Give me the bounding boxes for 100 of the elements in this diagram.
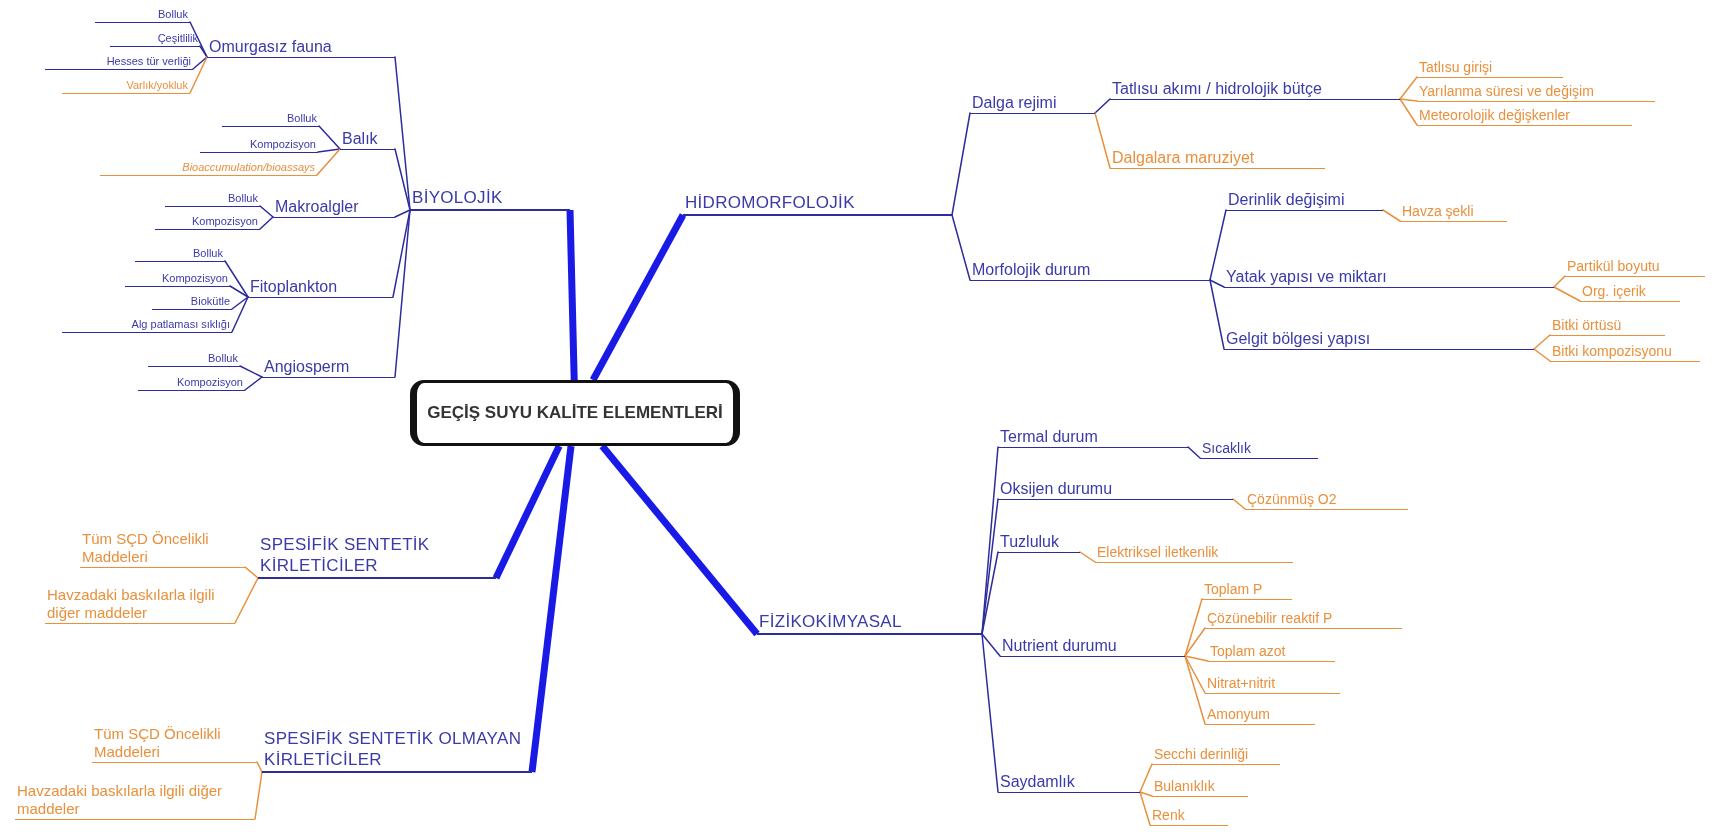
branch-line <box>951 112 971 216</box>
branch-line <box>1094 112 1111 169</box>
branch-line <box>259 205 274 218</box>
main-branch-line <box>528 445 575 773</box>
branch-line <box>1079 551 1096 563</box>
branch-line <box>1139 791 1153 797</box>
branch-line <box>1184 655 1209 662</box>
branch-line <box>244 566 259 579</box>
subtopic-label: Bioaccumulation/bioassays <box>100 160 317 176</box>
subtopic-label: Yarılanma süresi ve değişim <box>1417 83 1655 102</box>
subtopic-label: Tuzluluk <box>998 531 1080 553</box>
subtopic-label: Omurgasız fauna <box>207 36 395 58</box>
subtopic-label: Amonyum <box>1205 706 1315 725</box>
subtopic-label: Bitki kompozisyonu <box>1550 343 1700 362</box>
subtopic-label: Elektriksel iletkenlik <box>1095 544 1293 563</box>
branch-line <box>1139 791 1151 826</box>
subtopic-label: Secchi derinliği <box>1152 746 1280 765</box>
subtopic-label: Bolluk <box>135 246 225 262</box>
subtopic-label: Balık <box>340 128 395 150</box>
subtopic-label: Toplam azot <box>1208 643 1335 662</box>
subtopic-label: Angiosperm <box>262 356 395 378</box>
branch-line <box>394 148 411 211</box>
branch-line <box>1553 286 1581 302</box>
branch-line <box>316 148 341 176</box>
branch-line <box>317 148 341 153</box>
subtopic-label: Tüm SÇD Öncelikli Maddeleri <box>92 725 257 763</box>
branch-line <box>1399 98 1418 102</box>
subtopic-label: Toplam P <box>1202 581 1292 600</box>
main-branch-label: SPESİFİK SENTETİK OLMAYAN KİRLETİCİLER <box>262 729 532 773</box>
branch-line <box>256 761 263 773</box>
subtopic-label: Bolluk <box>222 111 319 127</box>
subtopic-label: Dalga rejimi <box>970 92 1095 114</box>
main-branch-line <box>566 209 578 381</box>
branch-line <box>1187 446 1201 459</box>
branch-line <box>199 45 208 58</box>
subtopic-label: Meteorolojik değişkenler <box>1417 107 1632 126</box>
subtopic-label: Havzadaki baskılarla ilgili diğer maddeler <box>15 782 255 820</box>
main-branch-label: FİZİKOKİMYASAL <box>757 611 982 635</box>
branch-line <box>192 56 208 70</box>
branch-line <box>981 633 1001 657</box>
subtopic-label: Saydamlık <box>998 771 1140 793</box>
subtopic-label: Fitoplankton <box>248 276 393 298</box>
branch-line <box>1209 209 1227 281</box>
subtopic-label: Nitrat+nitrit <box>1205 675 1340 694</box>
main-branch-line <box>492 444 563 580</box>
branch-line <box>1209 279 1225 350</box>
subtopic-label: Çeşitlilik <box>110 31 200 47</box>
subtopic-label: Gelgit bölgesi yapısı <box>1224 328 1534 350</box>
branch-line <box>981 551 999 635</box>
subtopic-label: Kompozisyon <box>200 137 318 153</box>
subtopic-label: Yatak yapısı ve miktarı <box>1224 266 1554 288</box>
subtopic-label: Bulanıklık <box>1152 778 1248 797</box>
branch-line <box>259 216 274 230</box>
subtopic-label: Termal durum <box>998 426 1188 448</box>
branch-line <box>239 365 263 378</box>
subtopic-label: Partikül boyutu <box>1565 258 1705 277</box>
branch-line <box>1232 498 1246 510</box>
branch-line <box>1094 98 1111 114</box>
branch-line <box>318 125 341 150</box>
branch-line <box>394 209 411 378</box>
branch-line <box>1184 655 1206 694</box>
subtopic-label: Morfolojik durum <box>970 259 1210 281</box>
branch-line <box>1553 275 1566 288</box>
subtopic-label: Hesses tür verliği <box>45 54 193 70</box>
subtopic-label: Bolluk <box>148 351 240 367</box>
branch-line <box>231 296 249 310</box>
branch-line <box>254 771 263 820</box>
subtopic-label: Oksijen durumu <box>998 478 1233 500</box>
branch-line <box>1139 763 1153 793</box>
main-branch-label: HİDROMORFOLOJİK <box>683 192 952 216</box>
subtopic-label: Makroalgler <box>273 196 395 218</box>
subtopic-label: Biokütle <box>152 294 232 310</box>
branch-line <box>1533 334 1551 350</box>
subtopic-label: Havzadaki baskılarla ilgili diğer maddeler <box>45 586 235 624</box>
branch-line <box>981 498 999 635</box>
main-branch-label: SPESİFİK SENTETİK KİRLETİCİLER <box>258 535 496 579</box>
branch-line <box>189 21 208 58</box>
branch-line <box>1399 76 1418 100</box>
branch-line <box>981 446 999 635</box>
subtopic-label: Bitki örtüsü <box>1550 317 1665 336</box>
main-branch-line <box>589 213 687 382</box>
branch-line <box>981 633 999 793</box>
branch-line <box>1184 655 1206 725</box>
branch-line <box>234 577 259 624</box>
subtopic-label: Çözünebilir reaktif P <box>1205 610 1402 629</box>
subtopic-label: Renk <box>1150 807 1228 826</box>
subtopic-label: Org. içerik <box>1580 283 1680 302</box>
subtopic-label: Tatlısu girişi <box>1417 59 1563 78</box>
subtopic-label: Tüm SÇD Öncelikli Maddeleri <box>80 530 245 568</box>
subtopic-label: Kompozisyon <box>155 214 260 230</box>
branch-line <box>1382 209 1401 222</box>
branch-line <box>394 209 411 218</box>
branch-line <box>394 56 411 211</box>
subtopic-label: Çözünmüş O2 <box>1245 491 1408 510</box>
subtopic-label: Alg patlaması sıklığı <box>62 317 232 333</box>
subtopic-label: Varlık/yokluk <box>62 78 190 94</box>
branch-line <box>1184 627 1206 657</box>
branch-line <box>1184 598 1203 657</box>
subtopic-label: Nutrient durumu <box>1000 635 1185 657</box>
branch-line <box>244 376 263 391</box>
